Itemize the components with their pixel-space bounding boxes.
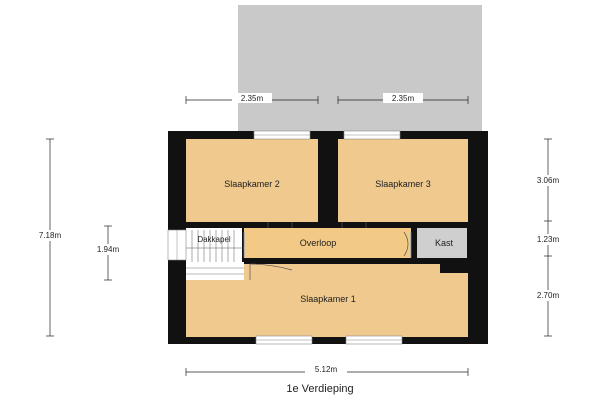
dim-top-left: 2.35m [241,94,264,103]
stair-steps [186,230,244,275]
label-dakkapel: Dakkapel [197,235,231,244]
wall-notch [440,259,468,273]
room-kast [417,228,467,258]
room-slaapkamer-3 [338,139,468,222]
label-slaapkamer-3: Slaapkamer 3 [375,179,431,189]
roof-area [238,5,482,132]
label-slaapkamer-2: Slaapkamer 2 [224,179,280,189]
label-slaapkamer-1: Slaapkamer 1 [300,294,356,304]
dim-top-right: 2.35m [392,94,415,103]
window-glass-lines [176,134,402,341]
dim-right-bottom: 2.70m [537,291,560,300]
plan-title: 1e Verdieping [286,383,353,395]
wall-fill [468,259,488,273]
room-slaapkamer-2 [186,139,318,222]
label-overloop: Overloop [300,238,337,248]
dim-right-mid: 1.23m [537,235,560,244]
room-overloop [244,228,411,258]
room-dakkapel [186,228,242,262]
doors [243,222,412,280]
label-kast: Kast [435,238,454,248]
dim-left-mid: 1.94m [97,245,120,254]
stair-void [186,262,244,280]
dim-right-top: 3.06m [537,176,560,185]
dim-bottom: 5.12m [315,365,338,374]
dim-left-total: 7.18m [39,231,62,240]
